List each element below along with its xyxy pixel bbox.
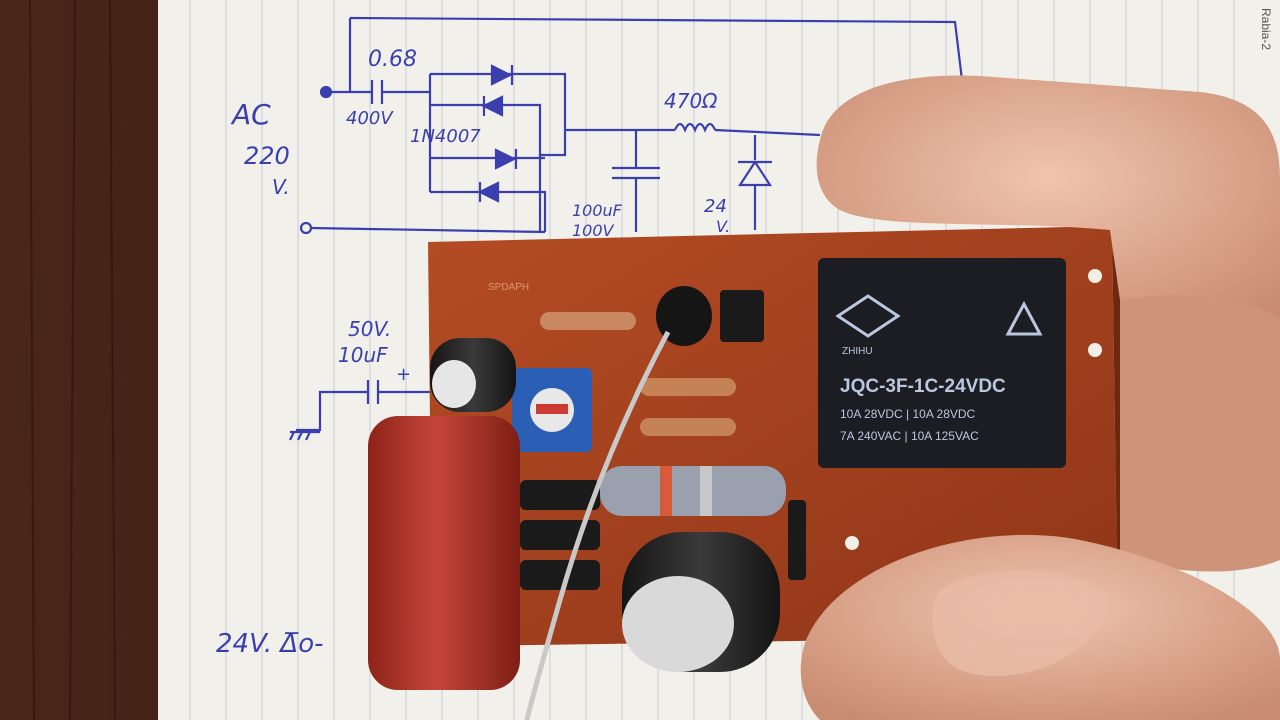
transistor [720, 290, 764, 342]
capacitor-top [432, 360, 476, 408]
output-voltage-label: 24V. Δ̅o- [216, 629, 324, 659]
hand [800, 75, 1280, 720]
transistor-to92 [656, 286, 712, 346]
small-cap-value-label: 10uF [338, 343, 388, 367]
relay-model-text: JQC-3F-1C-24VDC [840, 376, 1006, 397]
relay-maker-text: ZHIHU [842, 346, 873, 357]
resistor-small [640, 378, 736, 396]
relay-rating-line2: 7A 240VAC | 10A 125VAC [840, 429, 979, 443]
diode-row [520, 560, 600, 590]
resistor-band [660, 466, 672, 516]
diode [788, 500, 806, 580]
small-cap-voltage-label: 50V. [348, 317, 391, 341]
schematic-drawing [289, 16, 964, 441]
mount-hole [1088, 269, 1102, 283]
thumb-nail [932, 570, 1110, 677]
diode-row [520, 520, 600, 550]
middle-finger [1120, 295, 1280, 572]
trimmer-slot [536, 404, 568, 414]
probe-wire [524, 330, 671, 720]
filter-cap-value-label: 100uF [572, 201, 623, 220]
relay-rating-line1: 10A 28VDC | 10A 28VDC [840, 407, 976, 421]
relay [818, 258, 1066, 468]
capacitor-top [622, 576, 734, 672]
mount-hole [845, 536, 859, 550]
diode-row [520, 480, 600, 510]
film-capacitor [368, 416, 520, 690]
relay-cert-icon [1005, 300, 1043, 336]
power-resistor [600, 466, 786, 516]
wood-grain [29, 0, 116, 720]
resistor-small [540, 312, 636, 330]
capacitor-voltage-label: 400V [346, 108, 394, 129]
resistor-band [700, 466, 712, 516]
ac-voltage-label: 220 [244, 142, 290, 170]
pcb-silkscreen: SPDAPH [488, 282, 529, 293]
resistor-small [640, 418, 736, 436]
index-finger [816, 75, 1280, 331]
zener-value-label: 24 [704, 196, 727, 217]
zener-unit-label: V. [716, 217, 730, 236]
relay-logo-icon [835, 294, 901, 338]
small-cap-plus-label: + [396, 364, 411, 385]
notebook-tag: Rabia-2 [1259, 8, 1273, 50]
mount-hole [1088, 343, 1102, 357]
diode-part-label: 1N4007 [410, 126, 481, 147]
resistor-value-label: 470Ω [664, 89, 718, 113]
ac-label: AC [230, 98, 271, 131]
capacitor-value-label: 0.68 [368, 47, 417, 72]
ac-unit-label: V. [272, 175, 290, 199]
filter-cap-voltage-label: 100V [572, 221, 615, 240]
